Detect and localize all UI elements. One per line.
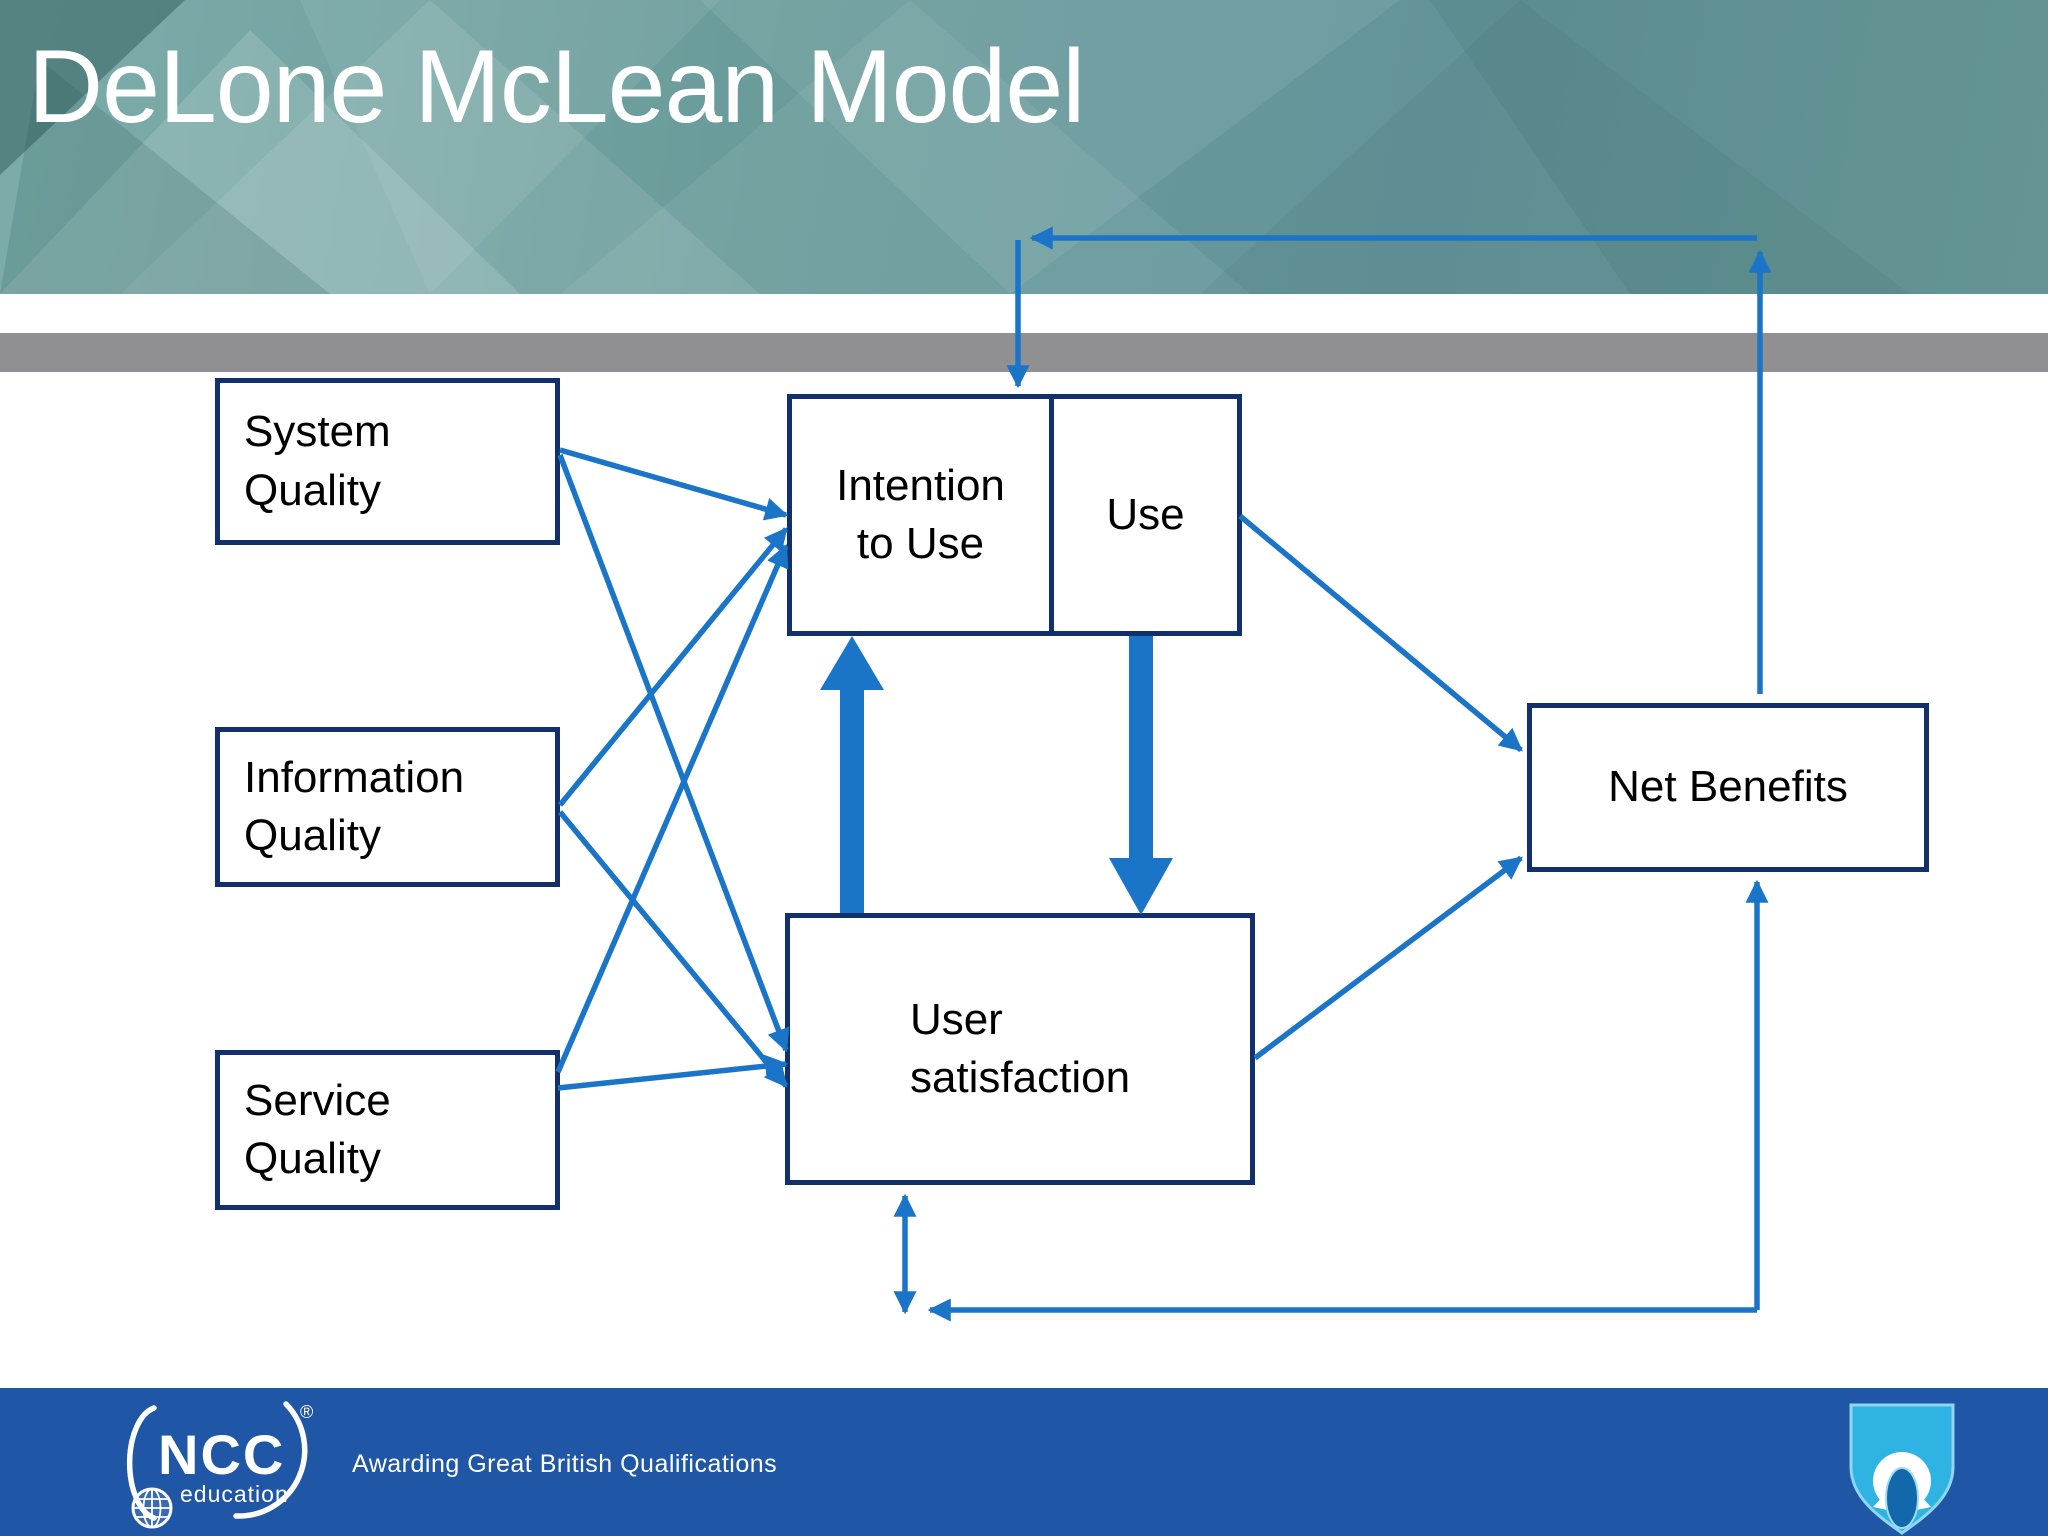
arrow-satisfaction-to-net-benefits	[1253, 855, 1523, 1061]
box-intention-to-use: Intention to Use	[792, 399, 1054, 631]
shield-logo-icon	[1849, 1403, 1955, 1535]
box-service-quality-line1: Service	[244, 1075, 391, 1125]
box-intention-line2: to Use	[856, 519, 985, 568]
ncc-logo-subtext: education	[180, 1481, 289, 1507]
arrow-information-to-satisfaction	[557, 810, 789, 1088]
shield-inner-oval	[1885, 1467, 1919, 1529]
box-information-quality: Information Quality	[215, 727, 560, 887]
ncc-logo: NCC education ®	[126, 1401, 313, 1529]
box-net-benefits: Net Benefits	[1527, 703, 1929, 872]
box-use: Use	[1054, 399, 1237, 631]
ncc-logo-text: NCC	[158, 1423, 285, 1486]
ncc-logo-globe-icon	[131, 1487, 173, 1529]
header-gray-bar	[0, 333, 2048, 372]
box-system-quality: System Quality	[215, 378, 560, 545]
ncc-logo-registered-mark: ®	[300, 1402, 313, 1422]
box-user-satisfaction: User satisfaction	[785, 913, 1255, 1185]
box-system-quality-line1: System	[244, 407, 391, 457]
box-user-satisfaction-line2: satisfaction	[909, 1053, 1131, 1102]
arrow-system-to-satisfaction	[557, 454, 790, 1053]
footer-tagline: Awarding Great British Qualifications	[352, 1450, 778, 1478]
box-information-quality-line1: Information	[244, 752, 465, 802]
box-intention-line1: Intention	[836, 460, 1005, 510]
arrow-thick-use-to-satisfaction	[1109, 636, 1173, 915]
arrow-use-to-net-benefits	[1238, 513, 1523, 753]
box-system-quality-line2: Quality	[244, 465, 381, 515]
header-texture	[0, 0, 2048, 294]
slide-title: DeLone McLean Model	[28, 29, 1085, 145]
arrow-service-to-intention	[555, 543, 789, 1074]
box-user-satisfaction-lines: User satisfaction	[910, 991, 1130, 1107]
footer: NCC education ® Awarding Great British Q…	[0, 1388, 2048, 1536]
box-use-label: Use	[1106, 489, 1185, 539]
box-service-quality: Service Quality	[215, 1050, 560, 1210]
box-information-quality-line2: Quality	[244, 811, 381, 860]
header-white-strip	[0, 294, 2048, 333]
slide-header: DeLone McLean Model	[0, 0, 2048, 294]
ncc-logo-right-swoosh	[233, 1401, 308, 1519]
box-user-satisfaction-line1: User	[909, 994, 1003, 1044]
arrow-information-to-intention	[557, 527, 789, 807]
arrow-service-to-satisfaction	[557, 1054, 789, 1091]
box-intention-use-group: Intention to Use Use	[787, 394, 1242, 636]
box-service-quality-line2: Quality	[244, 1134, 381, 1183]
arrow-thick-satisfaction-to-intention	[820, 636, 884, 913]
arrow-system-to-intention	[559, 447, 789, 521]
box-net-benefits-label: Net Benefits	[1608, 762, 1848, 812]
